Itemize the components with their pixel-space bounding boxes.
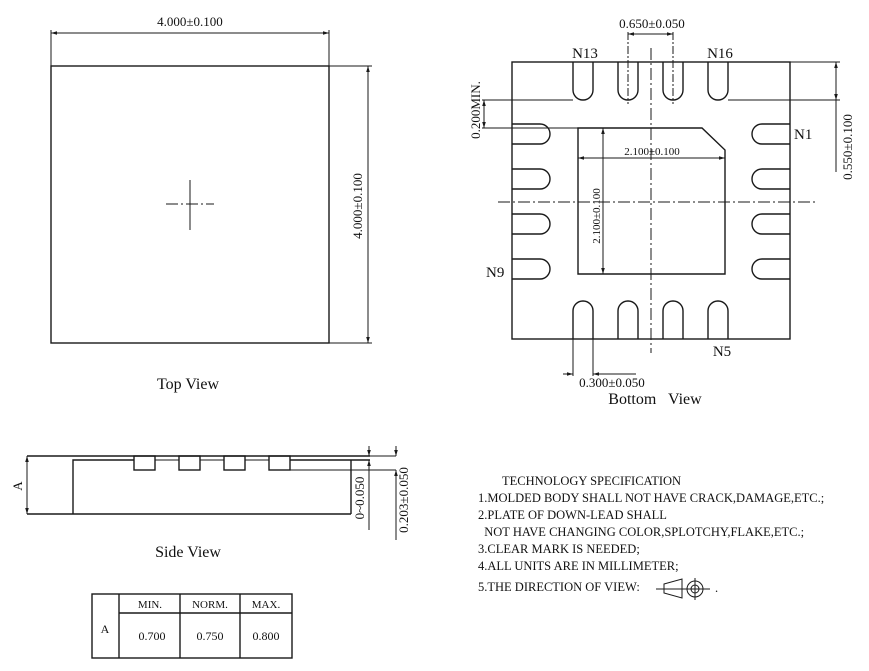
table-row-label: A [101, 622, 110, 636]
lead-n5 [707, 300, 729, 339]
lead-n16 [707, 62, 729, 101]
table-header-norm: NORM. [192, 599, 228, 611]
table-value-min: 0.700 [139, 629, 166, 643]
pin-label-n16: N16 [707, 46, 733, 62]
projection-symbol-icon [656, 578, 710, 600]
side-lead-4 [268, 455, 291, 471]
top-view-body [50, 65, 330, 344]
spec-line-1: 1.MOLDED BODY SHALL NOT HAVE CRACK,DAMAG… [478, 491, 824, 505]
pin-label-n1: N1 [794, 127, 812, 143]
pin-label-n9: N9 [486, 265, 504, 281]
side-lead-2 [178, 455, 201, 471]
side-lead-1 [133, 455, 156, 471]
pitch-dim: 0.650±0.050 [619, 16, 685, 31]
table-value-norm: 0.750 [197, 629, 224, 643]
table-header-max: MAX. [252, 599, 281, 611]
dimension-table: A MIN. NORM. MAX. 0.700 0.750 0.800 [91, 593, 293, 659]
table-header-min: MIN. [138, 599, 162, 611]
side-view-label: Side View [155, 544, 221, 561]
spec-title: TECHNOLOGY SPECIFICATION [502, 474, 681, 488]
lead-n2 [751, 168, 790, 190]
top-height-dim: 4.000±0.100 [350, 173, 365, 239]
lead-n4 [751, 258, 790, 280]
lead-n11 [512, 168, 551, 190]
bottom-view: 0.650±0.050 0.550±0.100 0.200MIN. 2.100±… [468, 16, 855, 408]
lead-n1 [751, 123, 790, 145]
lead-n13 [572, 62, 594, 101]
lead-n3 [751, 213, 790, 235]
pad-width-dim: 2.100±0.100 [624, 146, 680, 158]
spec-line-3: NOT HAVE CHANGING COLOR,SPLOTCHY,FLAKE,E… [478, 525, 804, 539]
lead-length-dim: 0.550±0.100 [840, 114, 855, 180]
lead-n6 [662, 300, 684, 339]
pin-label-n5: N5 [713, 344, 731, 360]
top-width-dim: 4.000±0.100 [157, 14, 223, 29]
side-lead-3 [223, 455, 246, 471]
top-view-label: Top View [157, 376, 220, 393]
side-view: A 0~0.050 0.203±0.050 Side View [10, 446, 411, 561]
spec-line-5: 4.ALL UNITS ARE IN MILLIMETER; [478, 559, 679, 573]
spec-trailing-dot: . [715, 581, 718, 595]
spec-line-4: 3.CLEAR MARK IS NEEDED; [478, 542, 640, 556]
pad-height-dim: 2.100±0.100 [591, 188, 603, 244]
top-view: 4.000±0.100 4.000±0.100 Top View [50, 14, 372, 393]
lead-thickness-dim: 0.203±0.050 [396, 467, 411, 533]
lead-gap-dim: 0.200MIN. [468, 81, 483, 139]
lead-n9 [512, 258, 551, 280]
lead-n10 [512, 213, 551, 235]
lead-n12 [512, 123, 551, 145]
tech-spec: TECHNOLOGY SPECIFICATION 1.MOLDED BODY S… [478, 474, 824, 600]
spec-line-2: 2.PLATE OF DOWN-LEAD SHALL [478, 508, 667, 522]
a-dim-label: A [10, 481, 25, 491]
lead-n7 [617, 300, 639, 339]
pin-label-n13: N13 [572, 46, 598, 62]
exposed-pad [577, 127, 726, 275]
lead-width-dim: 0.300±0.050 [579, 375, 645, 390]
standoff-dim: 0~0.050 [352, 477, 367, 520]
table-value-max: 0.800 [253, 629, 280, 643]
spec-line-6: 5.THE DIRECTION OF VIEW: [478, 580, 640, 594]
bottom-view-label: Bottom View [608, 391, 702, 408]
lead-n8 [572, 300, 594, 339]
